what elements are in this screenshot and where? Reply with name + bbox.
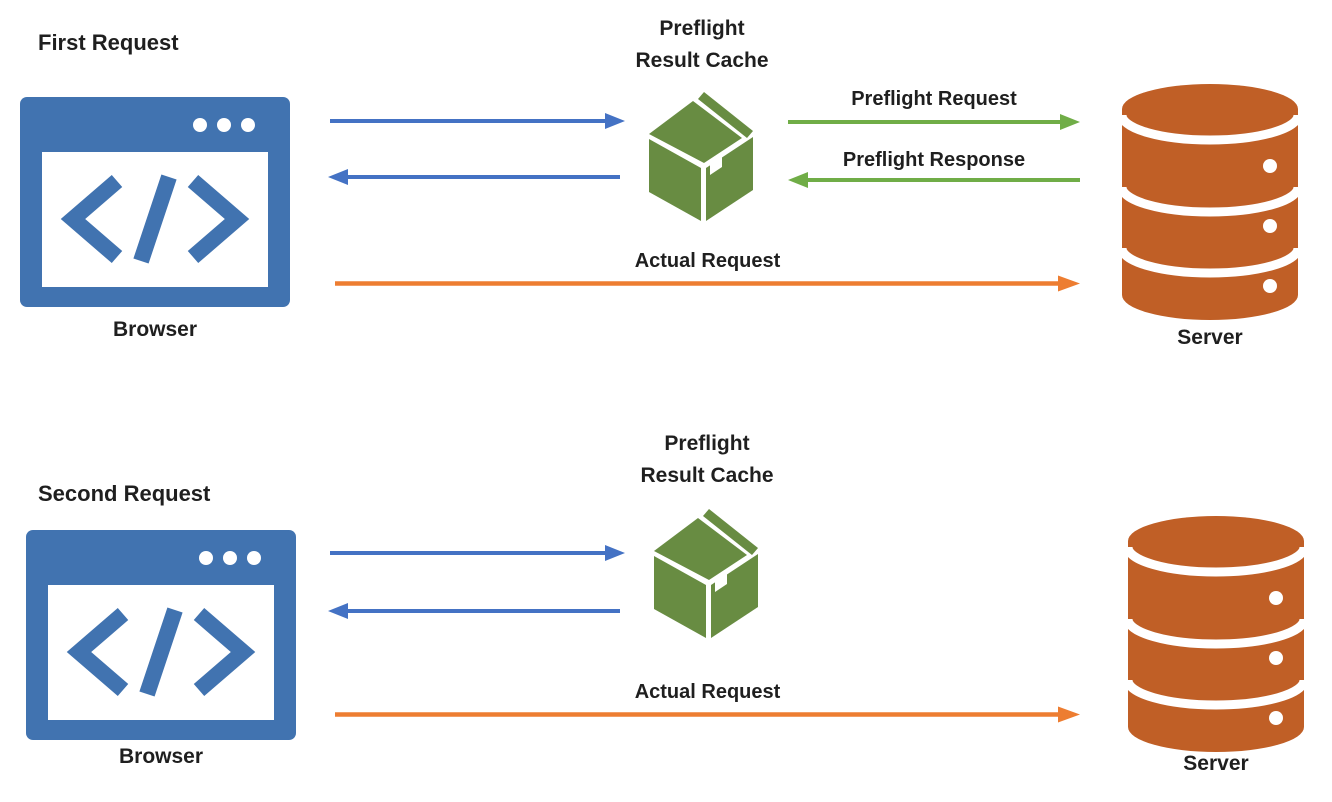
arrow-cache-to-browser <box>328 169 620 185</box>
browser-window-code-icon <box>26 530 296 740</box>
code-glyph-icon <box>66 607 256 697</box>
server-led-dot <box>1263 219 1277 233</box>
package-box-icon <box>649 92 753 221</box>
cache-title-line2: Result Cache <box>640 464 774 487</box>
browser-label: Browser <box>112 318 198 341</box>
preflight-request-label: Preflight Request <box>851 88 1017 110</box>
box-lid-main <box>654 518 747 580</box>
box-lid-flap <box>703 509 758 555</box>
server-cylinder <box>1122 84 1298 320</box>
box-label-sticker <box>715 572 727 592</box>
server-label: Server <box>1183 752 1249 775</box>
arrow-cache-to-browser <box>328 603 620 619</box>
cache-title-line1: Preflight <box>659 17 745 40</box>
server-led-dot <box>1269 651 1283 665</box>
server-cylinder <box>1128 516 1304 752</box>
database-server-icon <box>1126 516 1306 752</box>
arrow-preflight-request <box>788 114 1080 130</box>
server-led-dot <box>1269 711 1283 725</box>
window-dot-icon <box>247 551 261 565</box>
server-divider <box>1120 247 1300 278</box>
arrow-preflight-response <box>788 172 1080 188</box>
window-dot-icon <box>217 118 231 132</box>
browser-label: Browser <box>118 745 204 768</box>
box-right-face <box>711 554 758 638</box>
actual-request-label: Actual Request <box>634 250 781 272</box>
section2-title: Second Request <box>38 481 211 506</box>
code-glyph-icon <box>60 174 250 264</box>
arrow-actual-request <box>335 275 1080 292</box>
server-led-dot <box>1263 159 1277 173</box>
cache-title-line2: Result Cache <box>635 49 769 72</box>
server-divider <box>1126 679 1306 710</box>
box-label-sticker <box>710 155 722 175</box>
browser-window-code-icon <box>20 97 290 307</box>
window-dot-icon <box>193 118 207 132</box>
cache-title-line1: Preflight <box>664 432 750 455</box>
preflight-response-label: Preflight Response <box>842 149 1026 171</box>
arrow-actual-request <box>335 706 1080 723</box>
server-led-dot <box>1263 279 1277 293</box>
box-left-face <box>649 139 701 221</box>
arrow-browser-to-cache <box>330 545 625 561</box>
arrow-browser-to-cache <box>330 113 625 129</box>
package-box-icon <box>654 509 758 638</box>
window-dot-icon <box>223 551 237 565</box>
server-label: Server <box>1177 326 1243 349</box>
database-server-icon <box>1120 84 1300 320</box>
box-right-face <box>706 137 753 221</box>
box-left-face <box>654 556 706 638</box>
actual-request-label: Actual Request <box>634 681 781 703</box>
server-divider <box>1126 546 1306 577</box>
box-lid-main <box>649 101 742 163</box>
server-divider <box>1126 618 1306 649</box>
box-lid-flap <box>698 92 753 138</box>
section1-title: First Request <box>38 30 179 55</box>
server-divider <box>1120 186 1300 217</box>
window-dot-icon <box>241 118 255 132</box>
window-dot-icon <box>199 551 213 565</box>
server-led-dot <box>1269 591 1283 605</box>
server-divider <box>1120 114 1300 145</box>
